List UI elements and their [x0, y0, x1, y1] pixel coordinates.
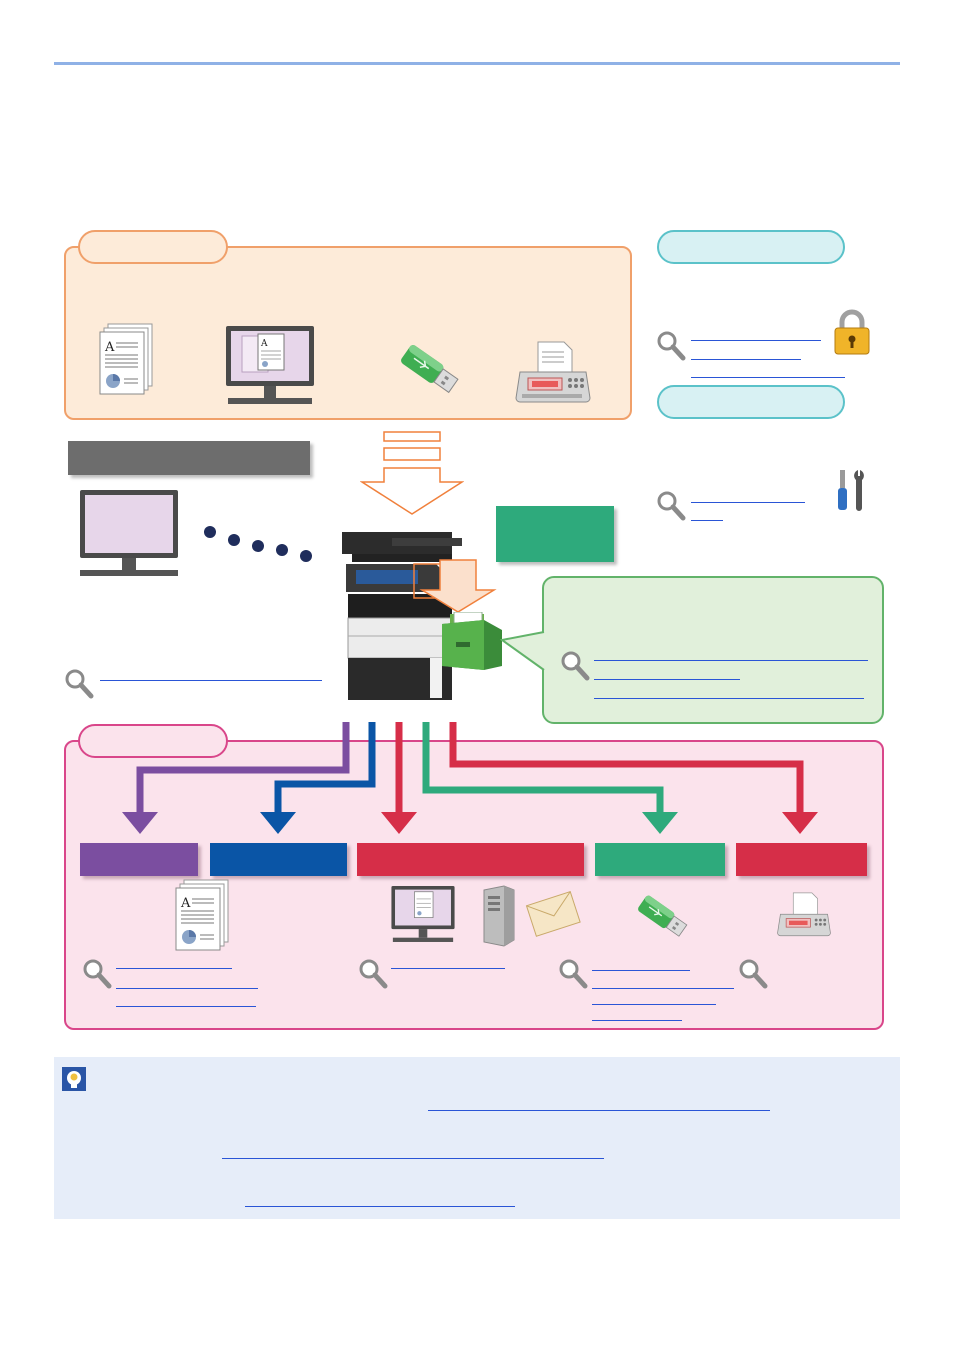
usb-drive-icon	[394, 338, 464, 402]
fax-machine-icon	[776, 890, 832, 940]
note-link-3[interactable]	[245, 1206, 515, 1207]
monitor-document-icon	[390, 884, 456, 944]
svg-text:A: A	[180, 896, 191, 911]
send-link-1[interactable]	[391, 968, 505, 969]
copy-link-3[interactable]	[116, 1006, 256, 1007]
box-link-2[interactable]	[594, 679, 740, 680]
magnifier-icon	[358, 958, 388, 989]
padlock-icon	[832, 308, 872, 356]
document-stack-icon: A	[172, 878, 234, 952]
magnifier-icon	[738, 958, 768, 989]
input-arrow	[360, 430, 464, 516]
security-tab	[657, 230, 845, 264]
magnifier-icon	[82, 958, 112, 989]
monitor-icon	[78, 488, 180, 578]
note-link-2[interactable]	[222, 1158, 604, 1159]
envelope-icon	[524, 886, 582, 940]
usb-link-2[interactable]	[592, 988, 734, 989]
usb-link-1[interactable]	[592, 970, 690, 971]
output-arrows	[122, 722, 818, 834]
network-dots	[200, 524, 316, 564]
svg-text:A: A	[260, 339, 268, 349]
output-bar-send	[357, 843, 584, 876]
magnifier-icon	[558, 958, 588, 989]
document-stack-icon: A	[96, 322, 158, 396]
box-label	[496, 506, 614, 562]
box-link-3[interactable]	[594, 698, 864, 699]
management-tab	[657, 385, 845, 419]
pc-link[interactable]	[100, 680, 322, 681]
monitor-document-icon: A	[224, 324, 316, 406]
output-bar-copy	[80, 843, 198, 876]
management-link-2[interactable]	[691, 520, 723, 521]
header-rule	[54, 62, 900, 65]
svg-text:A: A	[104, 340, 115, 355]
copy-link-2[interactable]	[116, 988, 258, 989]
usb-drive-icon	[632, 888, 692, 946]
output-bar-usb	[595, 843, 725, 876]
box-link-1[interactable]	[594, 660, 868, 661]
callout-pointer	[500, 630, 548, 674]
copy-link-1[interactable]	[116, 968, 232, 969]
lightbulb-icon	[62, 1067, 86, 1091]
fax-machine-icon	[514, 338, 592, 408]
management-link-1[interactable]	[691, 502, 805, 503]
note-link-1[interactable]	[428, 1110, 770, 1111]
note-panel	[54, 1057, 900, 1219]
input-tab	[78, 230, 228, 264]
security-link-2[interactable]	[691, 359, 801, 360]
magnifier-icon	[560, 650, 590, 681]
server-tower-icon	[478, 884, 516, 948]
pc-label-bar	[68, 441, 310, 475]
document-box-folder-icon	[440, 612, 504, 670]
tools-icon	[834, 466, 870, 514]
mfp-printer-icon	[322, 518, 512, 706]
output-bar-print	[210, 843, 347, 876]
output-tab	[78, 724, 228, 758]
box-panel	[542, 576, 884, 724]
security-link-3[interactable]	[691, 377, 845, 378]
usb-link-3[interactable]	[592, 1004, 716, 1005]
magnifier-icon	[64, 668, 94, 699]
magnifier-icon	[656, 330, 686, 361]
magnifier-icon	[656, 490, 686, 521]
usb-link-4[interactable]	[592, 1020, 682, 1021]
output-bar-fax	[736, 843, 867, 876]
security-link-1[interactable]	[691, 340, 821, 341]
